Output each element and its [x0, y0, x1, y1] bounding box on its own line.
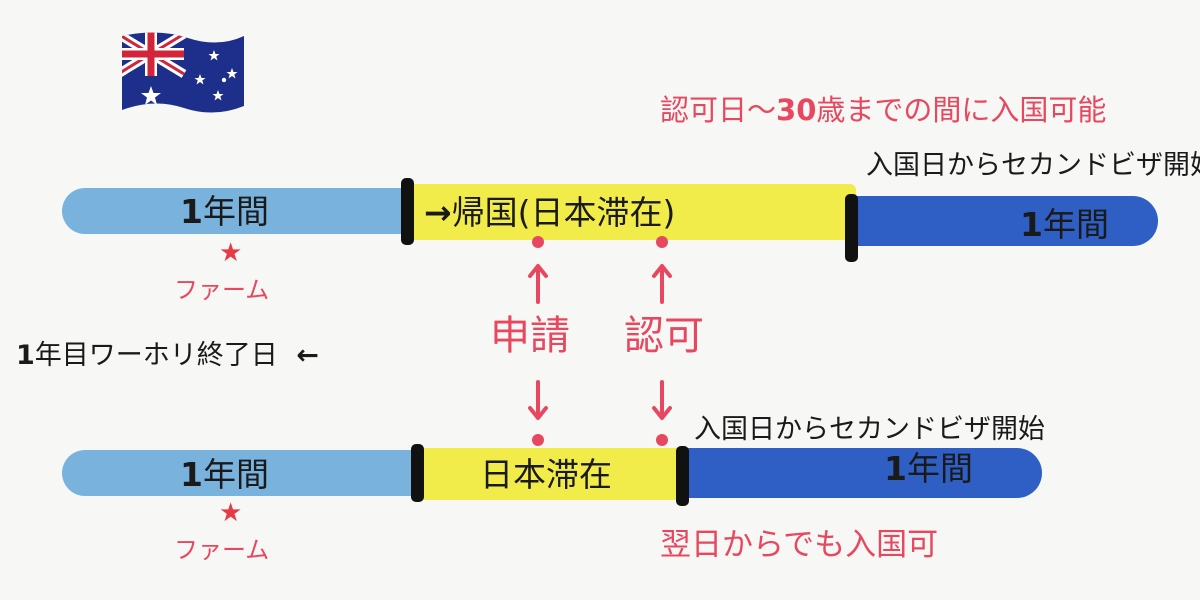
row2-farm-label: ファーム — [174, 536, 270, 564]
apply-up-arrow-icon — [528, 264, 548, 304]
row1-return-japan-label: →帰国(日本滞在) — [424, 193, 676, 232]
approve-up-arrow-icon — [652, 264, 672, 304]
next-day-entry-note: 翌日からでも入国可 — [660, 527, 939, 563]
approve-dot-bottom — [656, 434, 668, 446]
row1-first-year-bar — [62, 188, 414, 234]
row1-second-year-bar — [852, 196, 1158, 246]
approve-down-arrow-icon — [652, 380, 672, 420]
row1-first-year-label: 1年間 — [180, 192, 269, 231]
apply-label: 申請 — [490, 313, 570, 359]
row1-divider-right — [845, 194, 858, 262]
row1-japan-stay-bar — [410, 184, 856, 240]
apply-dot-bottom — [532, 434, 544, 446]
row1-divider-left — [401, 178, 414, 245]
row2-first-year-bar — [62, 450, 422, 496]
row1-farm-label: ファーム — [174, 276, 270, 304]
row2-divider-left — [411, 444, 424, 502]
row2-japan-stay-bar — [420, 448, 686, 500]
second-visa-start-label-row1: 入国日からセカンドビザ開始 — [866, 150, 1200, 181]
row2-second-year-bar — [680, 448, 1042, 498]
row2-divider-right — [676, 446, 689, 506]
row2-first-year-label: 1年間 — [180, 455, 269, 494]
row1-star-icon: ★ — [219, 238, 243, 268]
second-visa-start-label-row2: 入国日からセカンドビザ開始 — [694, 414, 1045, 445]
row2-second-year-label: 1年間 — [884, 449, 973, 488]
apply-down-arrow-icon — [528, 380, 548, 420]
australia-flag-icon — [118, 30, 248, 114]
row2-star-icon: ★ — [219, 498, 243, 528]
approve-label: 認可 — [624, 313, 704, 359]
entry-deadline-note: 認可日〜30歳までの間に入国可能 — [660, 93, 1107, 127]
apply-dot-top — [532, 236, 544, 248]
approve-dot-top — [656, 236, 668, 248]
row1-second-year-label: 1年間 — [1020, 205, 1109, 244]
row2-japan-stay-label: 日本滞在 — [480, 455, 612, 494]
working-holiday-end-label: 1年目ワーホリ終了日 ← — [16, 340, 320, 371]
